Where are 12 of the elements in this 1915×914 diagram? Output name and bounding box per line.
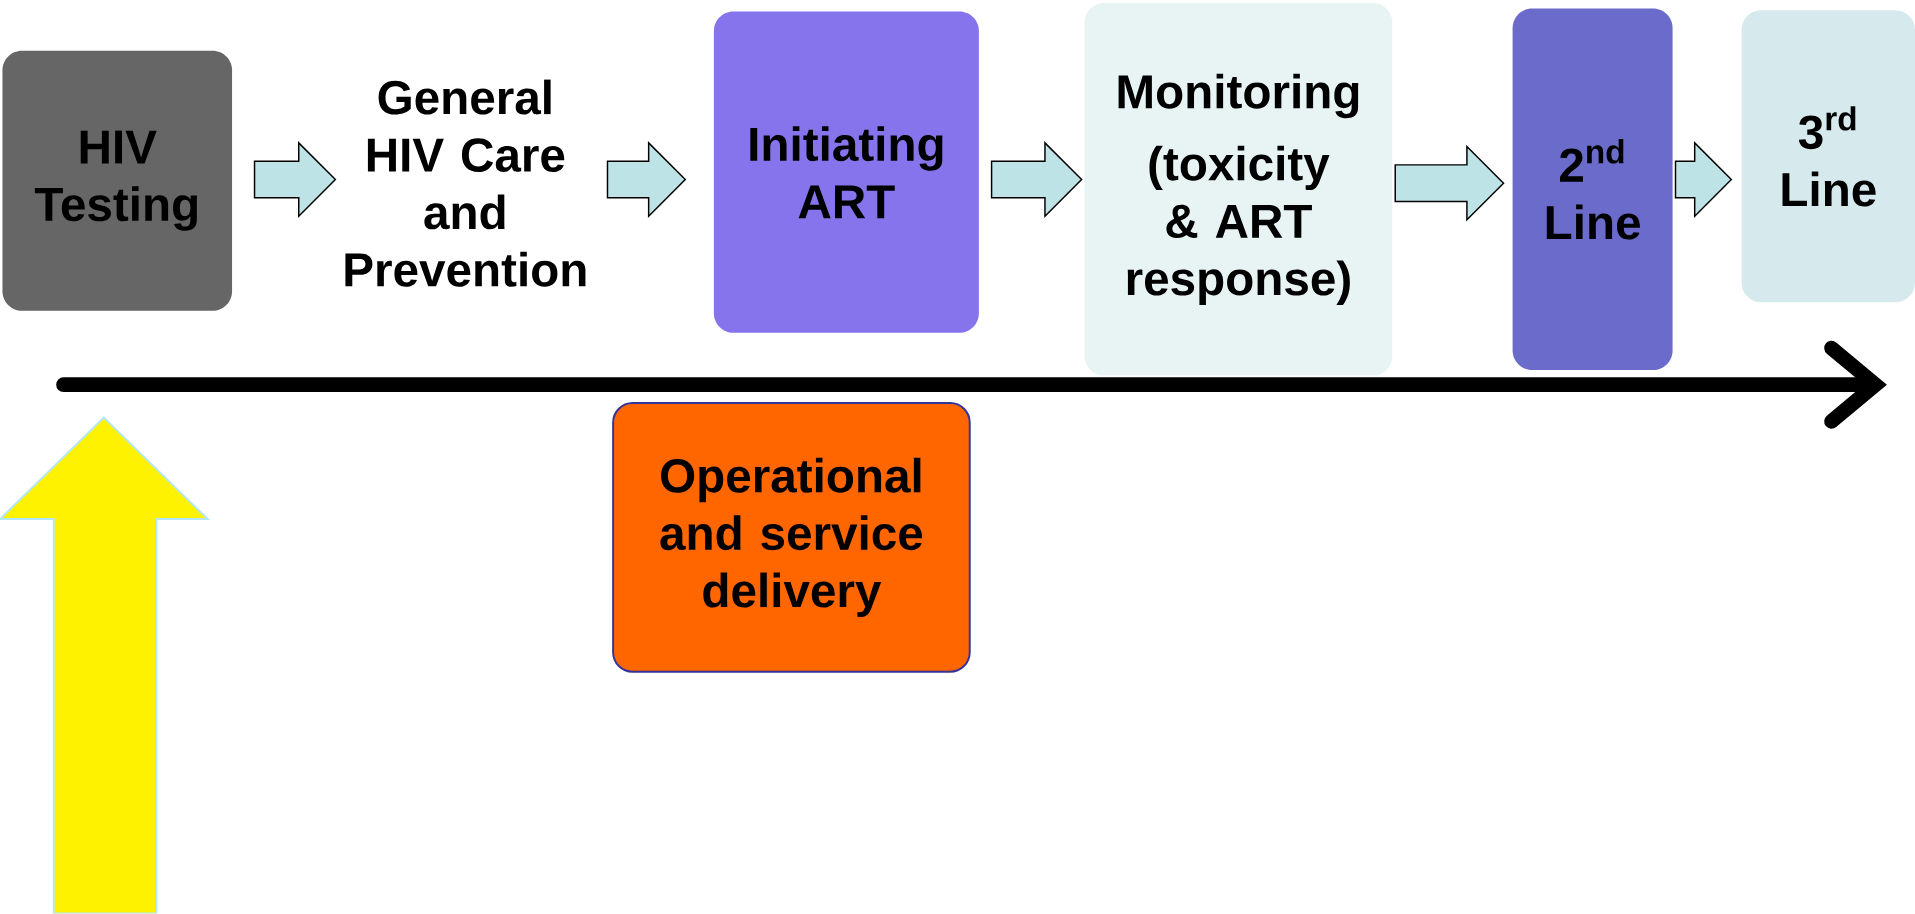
block-arrow: [253, 141, 337, 219]
process-box: 2$^{nd}$ Line: [1512, 8, 1673, 371]
process-box: 3$^{rd}$ Line: [1741, 10, 1915, 303]
block-arrow: [990, 141, 1083, 219]
block-arrow: [1394, 145, 1505, 222]
process-box: Initiating ART: [713, 11, 979, 334]
block-arrow: [606, 141, 687, 219]
block-arrow: [1674, 141, 1733, 219]
process-box: Operational and service delivery: [612, 402, 971, 673]
step-label: General HIV Care and Prevention: [345, 79, 586, 287]
process-box: HIV Testing: [2, 50, 233, 312]
process-box: Monitoring (toxicity & ART response): [1084, 3, 1393, 376]
